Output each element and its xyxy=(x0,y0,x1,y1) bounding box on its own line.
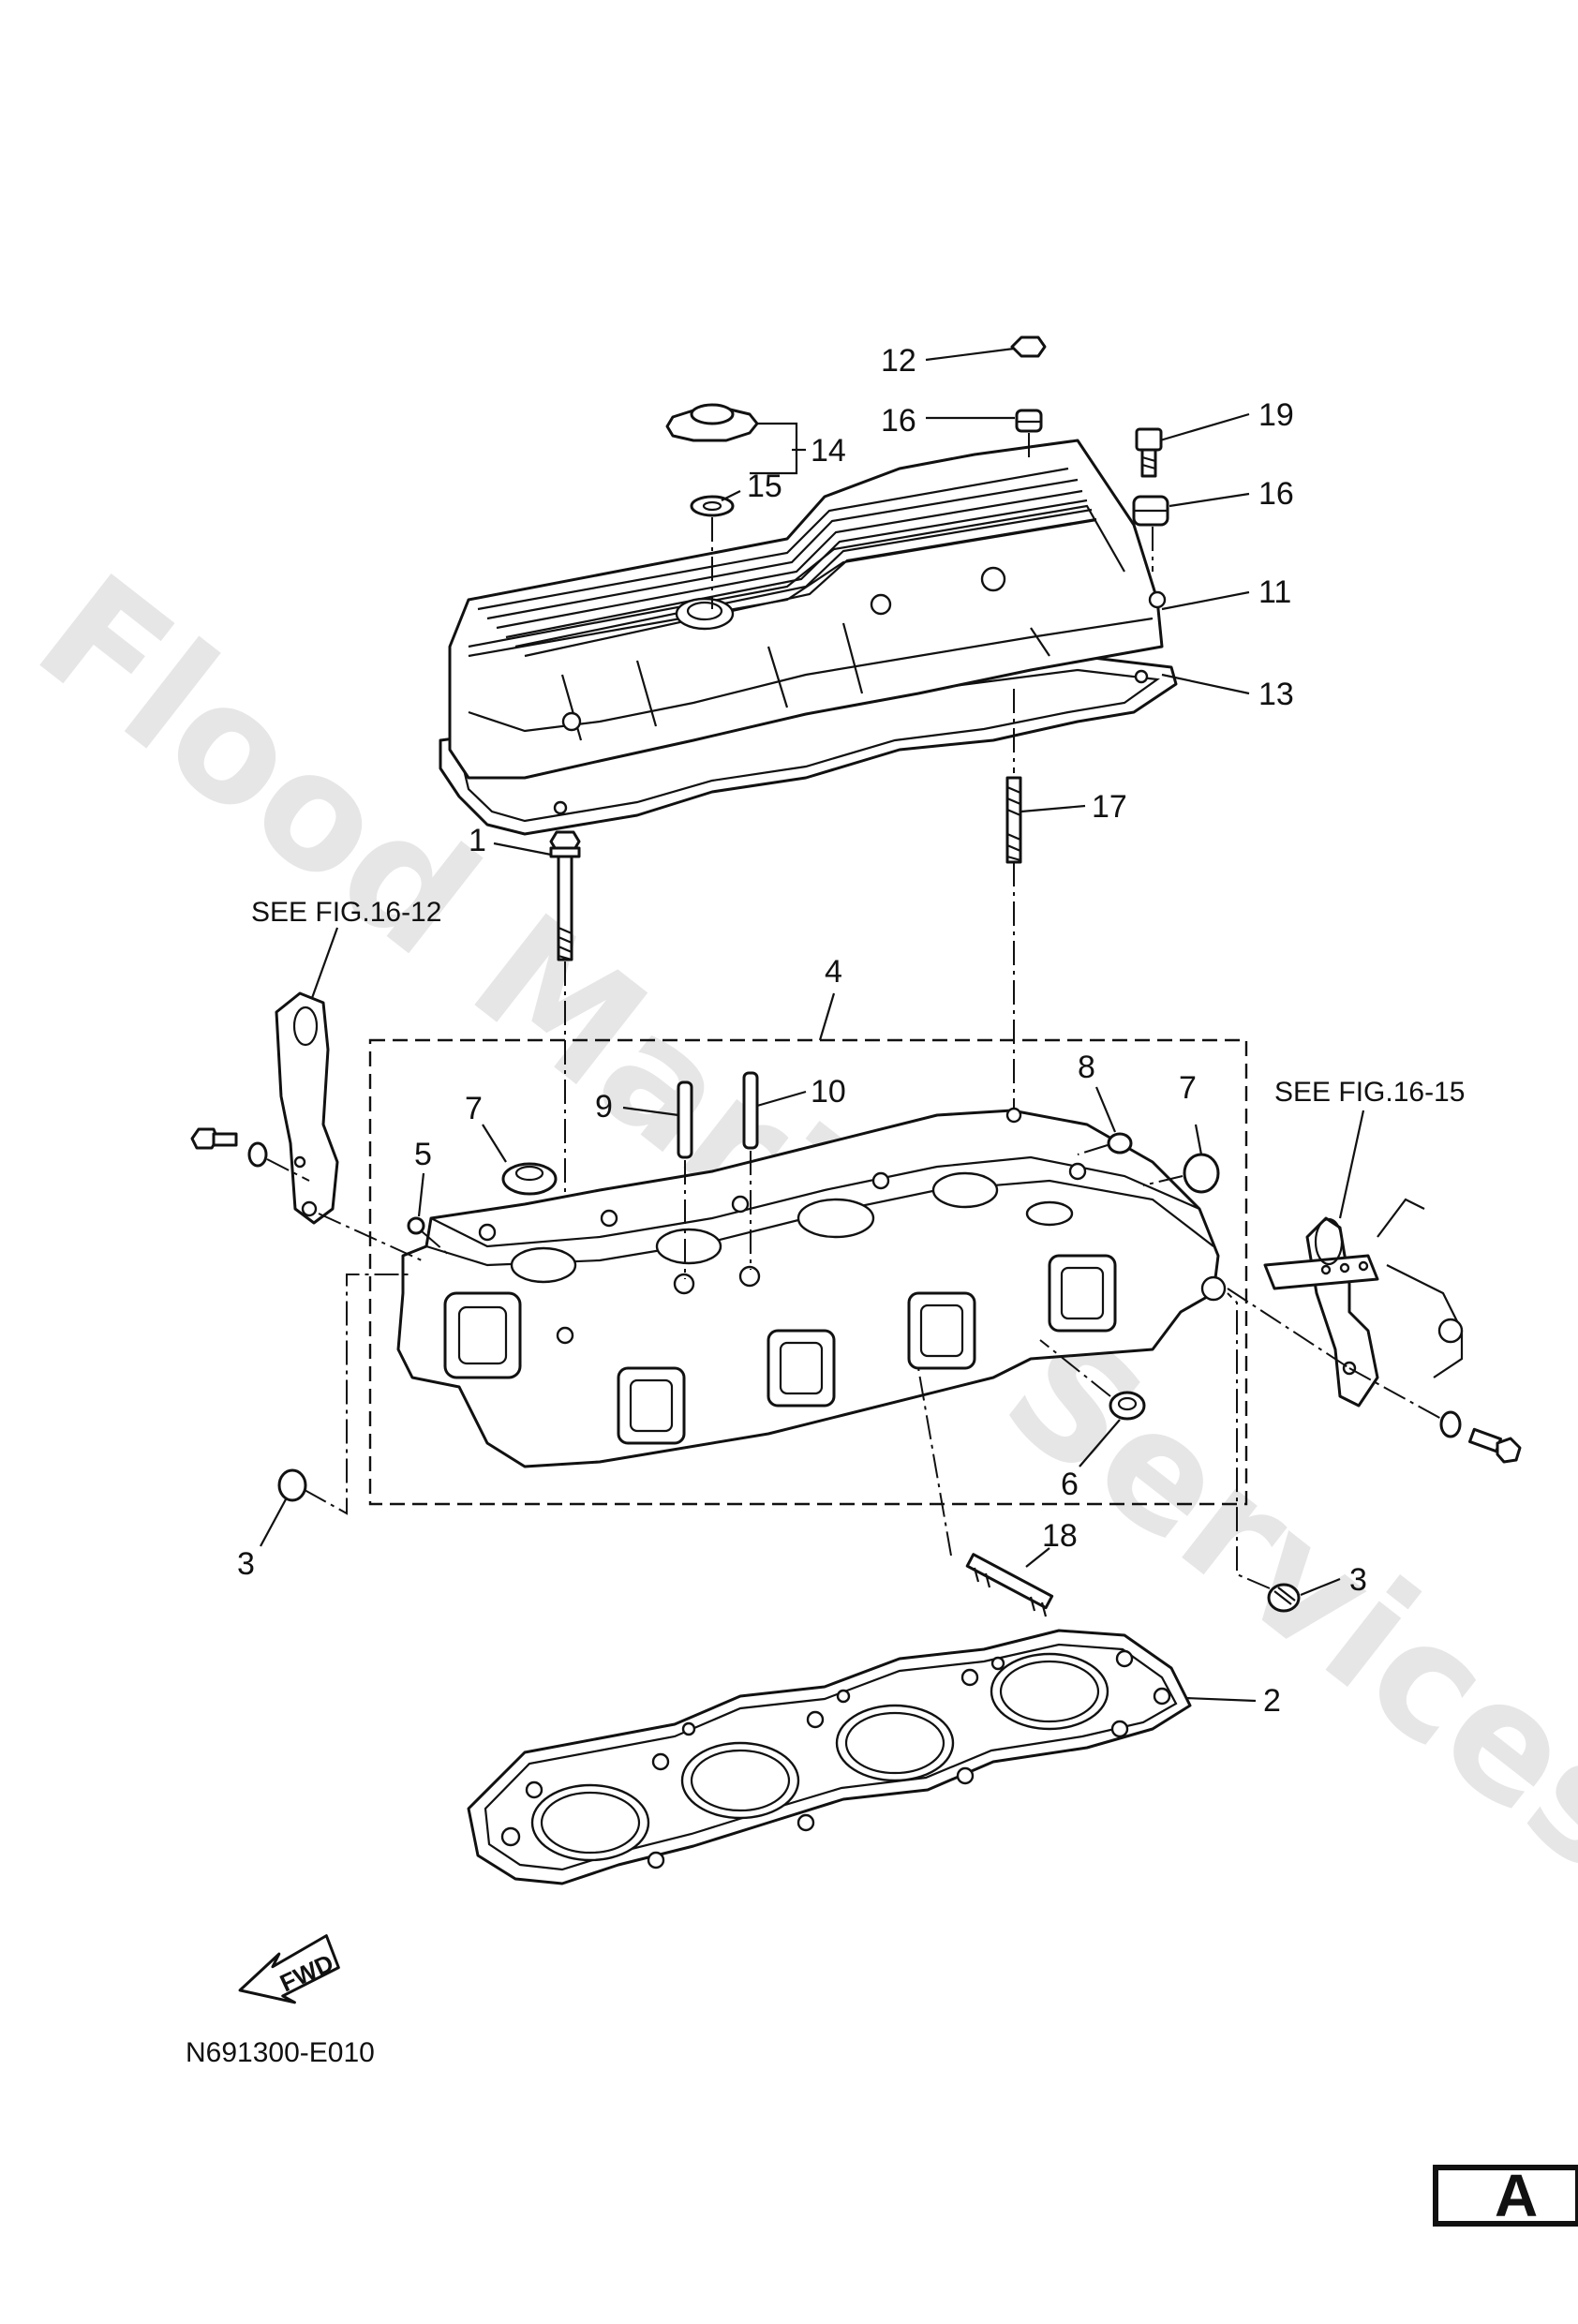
callout-9: 9 xyxy=(595,1089,613,1125)
grommet-right xyxy=(1132,495,1169,527)
plug-3-right xyxy=(1267,1583,1301,1613)
callout-2: 2 xyxy=(1263,1683,1281,1719)
plug-7-right xyxy=(1183,1153,1220,1194)
seal-6 xyxy=(1109,1391,1146,1421)
head-bolt xyxy=(549,830,581,961)
stud-18 xyxy=(965,1553,1054,1617)
cover-bolt xyxy=(1135,427,1163,478)
callout-16-top: 16 xyxy=(881,403,916,439)
callout-7-left: 7 xyxy=(465,1091,483,1126)
callout-10: 10 xyxy=(811,1074,846,1110)
callout-17: 17 xyxy=(1092,789,1127,825)
callout-18: 18 xyxy=(1042,1518,1078,1554)
cylinder-head xyxy=(396,1107,1227,1468)
right-bolt-washer xyxy=(1439,1410,1522,1464)
see-fig-left: SEE FIG.16-12 xyxy=(251,897,441,928)
callout-16-right: 16 xyxy=(1258,476,1294,512)
callout-3-right: 3 xyxy=(1349,1562,1367,1598)
callout-14: 14 xyxy=(811,433,846,469)
oil-seal-left xyxy=(501,1162,558,1196)
callout-19: 19 xyxy=(1258,397,1294,433)
plug-3-left xyxy=(277,1468,307,1502)
left-bracket xyxy=(275,991,339,1225)
filler-cap-washer xyxy=(690,495,735,517)
dowel-pin-9 xyxy=(677,1080,693,1159)
page-badge-letter: A xyxy=(1495,2162,1538,2229)
oil-filler-cap xyxy=(665,403,759,442)
cover-nut xyxy=(1010,335,1047,358)
see-fig-right: SEE FIG.16-15 xyxy=(1274,1077,1465,1108)
plug-8 xyxy=(1107,1132,1133,1155)
callout-5: 5 xyxy=(414,1137,432,1172)
callout-6: 6 xyxy=(1061,1467,1079,1502)
callout-4: 4 xyxy=(825,954,842,990)
callout-15: 15 xyxy=(747,469,782,504)
callout-8: 8 xyxy=(1078,1050,1095,1085)
grommet-top xyxy=(1015,409,1043,433)
left-bolt-washer xyxy=(190,1127,268,1168)
right-bracket xyxy=(1263,1198,1464,1408)
callout-11: 11 xyxy=(1258,574,1291,610)
callout-13: 13 xyxy=(1258,677,1294,712)
cylinder-head-group-box xyxy=(368,1038,1248,1506)
plug-5 xyxy=(407,1216,425,1235)
callout-3-left: 3 xyxy=(237,1546,255,1582)
dowel-pin-10 xyxy=(742,1071,759,1150)
figure-code: N691300-E010 xyxy=(186,2037,375,2068)
callout-1: 1 xyxy=(469,823,486,858)
fwd-arrow-icon: FWD xyxy=(238,1934,340,2004)
page-badge: A xyxy=(1433,2162,1578,2229)
callout-12: 12 xyxy=(881,343,916,379)
valve-cover xyxy=(448,439,1167,780)
callout-7-right: 7 xyxy=(1179,1070,1197,1106)
head-gasket xyxy=(467,1629,1192,1885)
valve-cover-gasket xyxy=(439,654,1178,836)
stud-17 xyxy=(1005,776,1022,864)
